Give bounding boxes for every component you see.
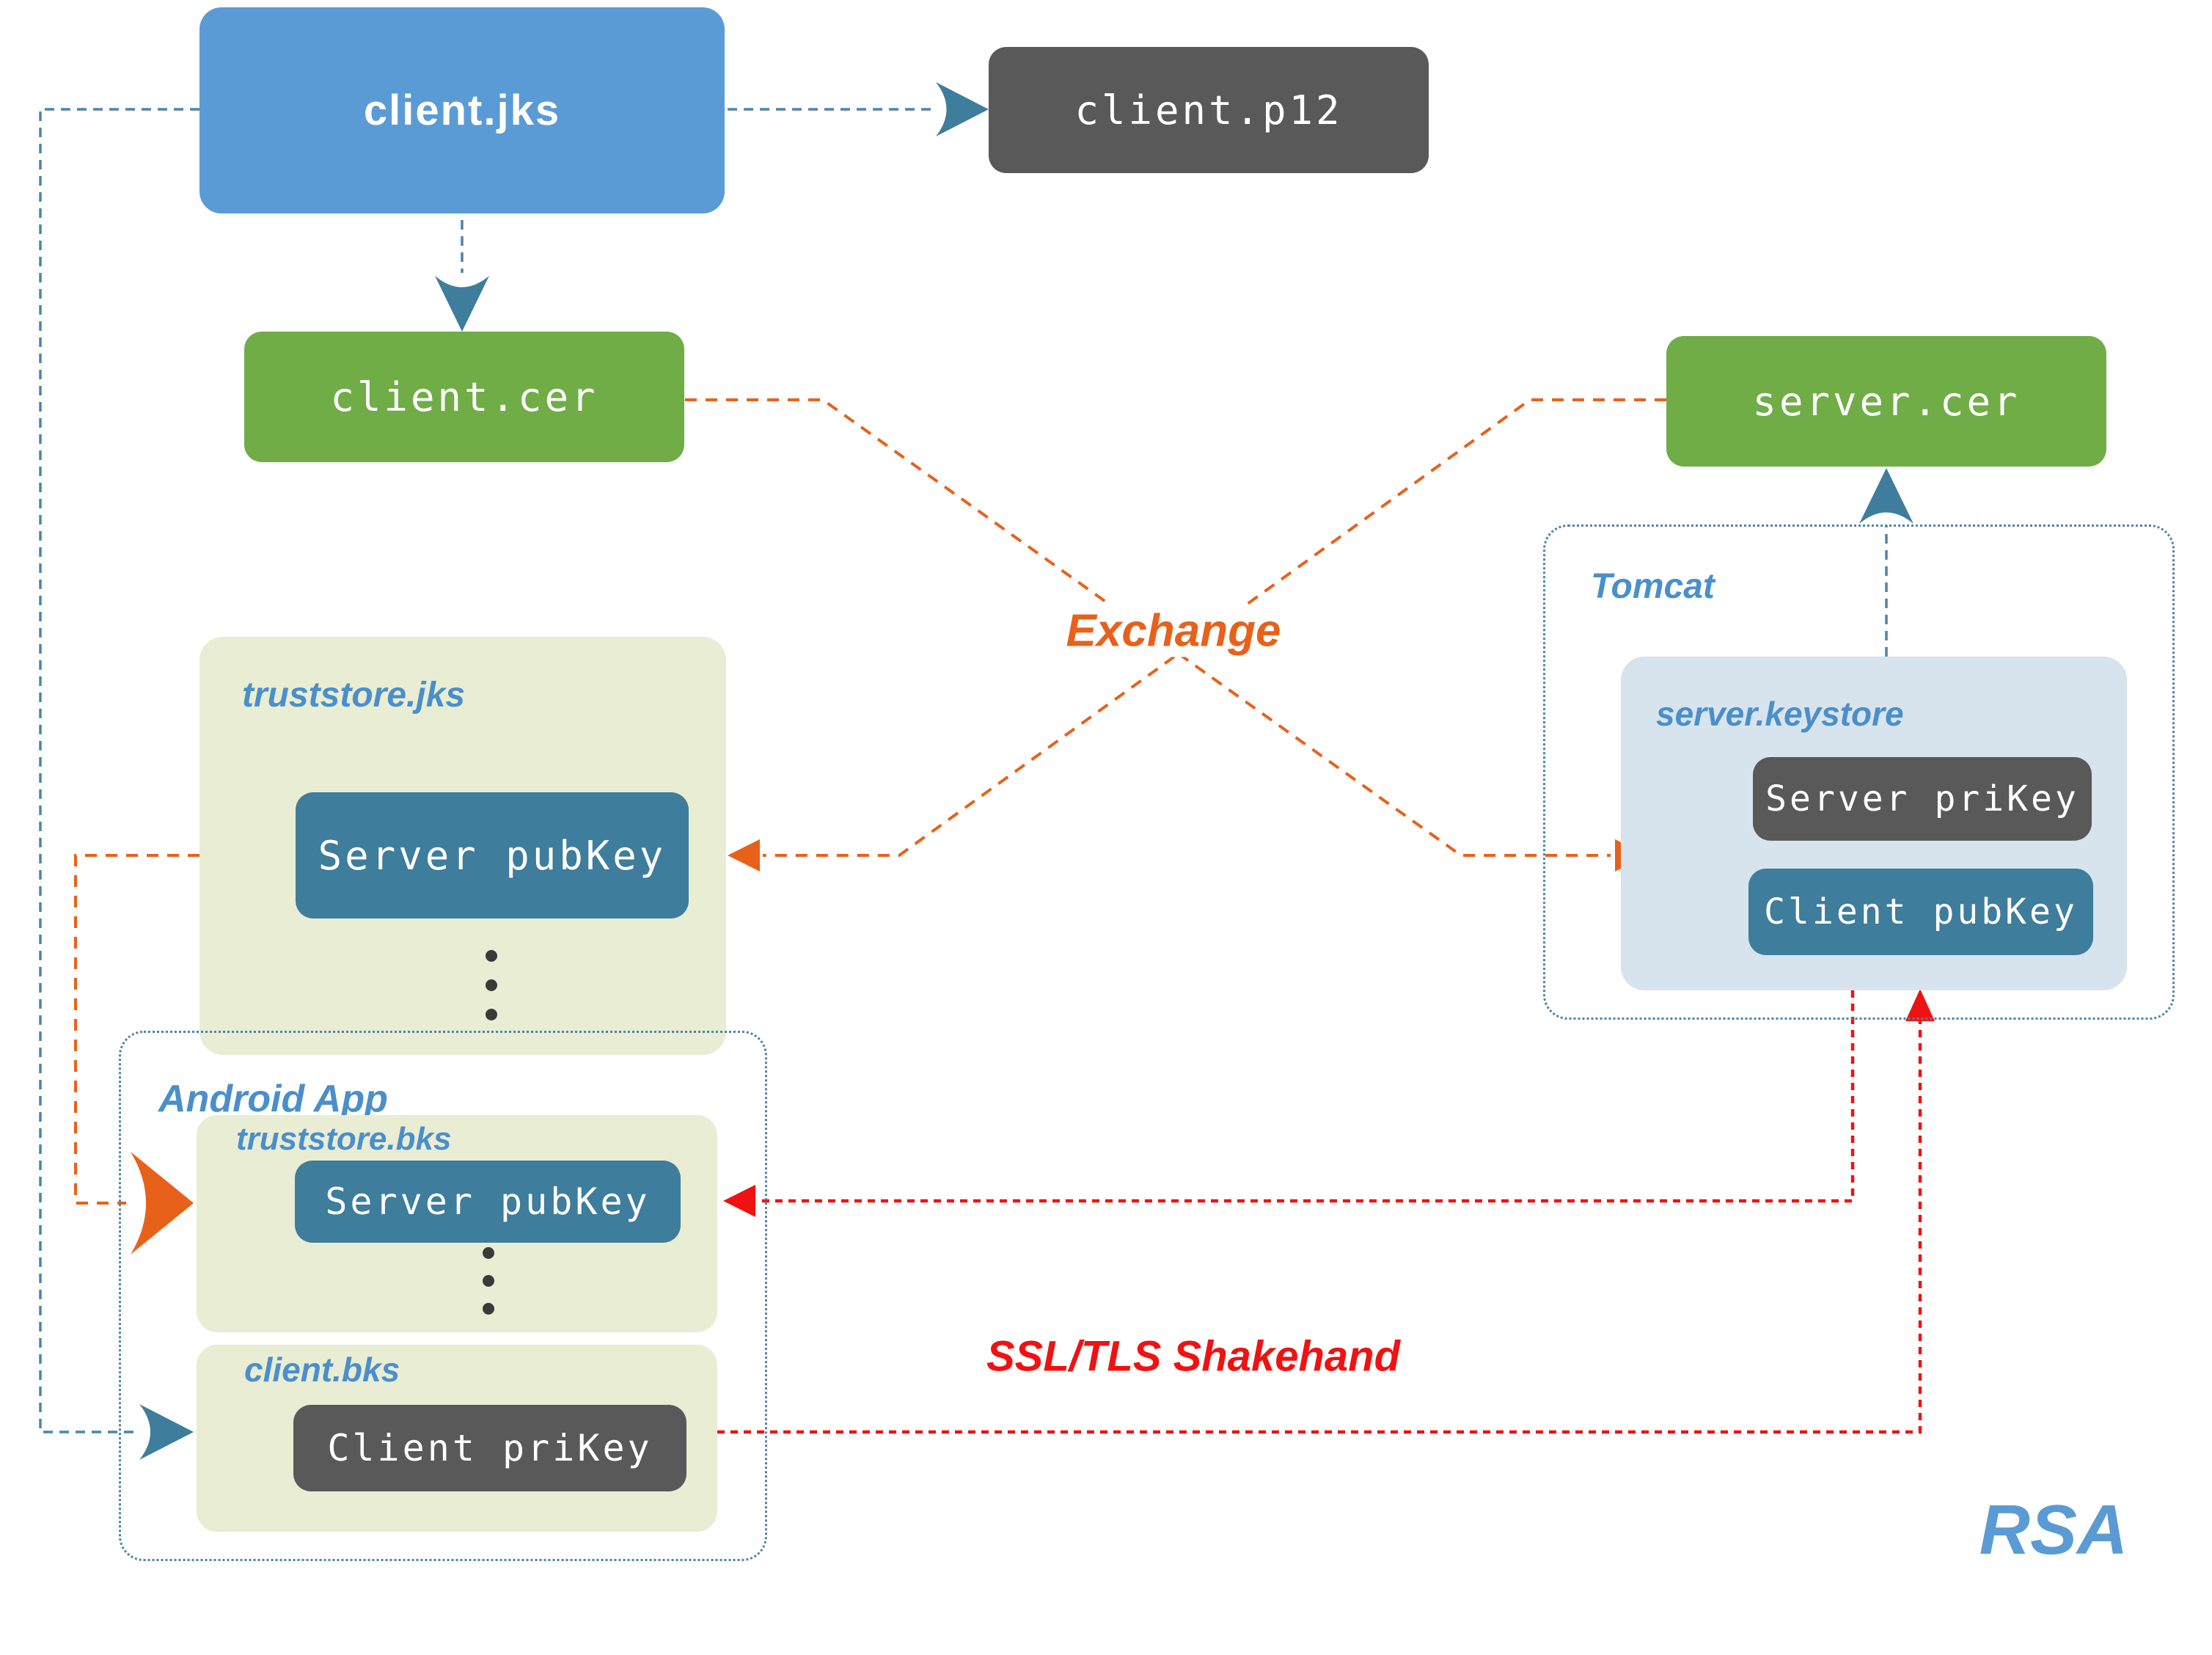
ssl-tls-shakehand-label: SSL/TLS Shakehand xyxy=(986,1332,1400,1381)
node-client-jks: client.jks xyxy=(199,7,725,213)
line-servercer-to-truststorejks xyxy=(763,398,1666,857)
line-server-to-androidtruststore xyxy=(757,990,1855,1203)
client-bks-title: client.bks xyxy=(244,1351,400,1389)
arrowhead-clientbks xyxy=(139,1404,194,1460)
arrowhead-truststorebks-orange xyxy=(131,1152,194,1254)
keystore-client-pubkey: Client pubKey xyxy=(1748,869,2093,955)
line-truststorejks-to-truststorebks xyxy=(74,854,199,1205)
arrowhead-clientcer xyxy=(435,276,489,332)
container-android-app xyxy=(119,1031,767,1561)
arrowhead-serverpubkey-red xyxy=(723,1185,755,1217)
keystore-server-prikey: Server priKey xyxy=(1753,757,2092,841)
arrowhead-truststorejks-orange xyxy=(728,839,760,872)
rsa-label: RSA xyxy=(1979,1491,2128,1569)
node-client-cer: client.cer xyxy=(244,332,684,462)
client-bks-client-prikey: Client priKey xyxy=(293,1405,686,1491)
tomcat-title: Tomcat xyxy=(1591,567,1715,606)
truststore-bks-title: truststore.bks xyxy=(236,1121,452,1157)
container-tomcat xyxy=(1543,525,2175,1020)
more-items-ellipsis-jks xyxy=(486,950,497,1023)
server-keystore-title: server.keystore xyxy=(1656,695,1904,733)
node-client-p12: client.p12 xyxy=(989,47,1429,173)
line-clientcer-to-keystore xyxy=(685,398,1611,857)
more-items-ellipsis-bks xyxy=(483,1247,494,1318)
arrowhead-servercer xyxy=(1859,468,1913,524)
truststore-bks-server-pubkey: Server pubKey xyxy=(295,1161,681,1243)
exchange-label: Exchange xyxy=(1047,604,1300,657)
node-server-cer: server.cer xyxy=(1666,336,2106,467)
truststore-jks-server-pubkey: Server pubKey xyxy=(296,792,689,918)
arrowhead-clientpubkey-red xyxy=(1905,989,1935,1021)
arrowhead-clientp12 xyxy=(936,82,989,136)
android-app-title: Android App xyxy=(158,1078,388,1120)
line-client-to-serverkeystore xyxy=(717,1021,1922,1434)
truststore-jks-title: truststore.jks xyxy=(242,676,466,715)
